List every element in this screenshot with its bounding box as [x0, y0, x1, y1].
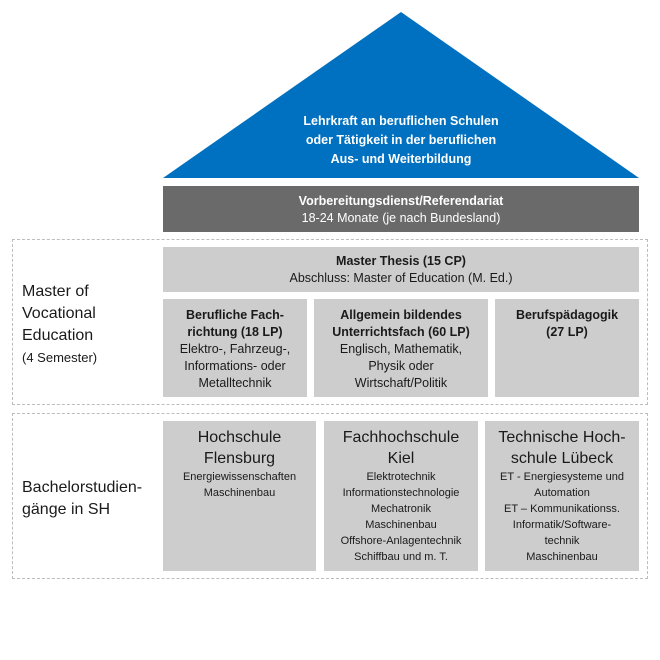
university-kiel: Fachhochschule Kiel Elektrotechnik Infor… — [324, 421, 478, 571]
referendariat-title: Vorbereitungsdienst/Referendariat — [298, 194, 504, 208]
university-name: Fachhochschule — [342, 429, 460, 446]
module-title: Berufspädagogik — [515, 308, 619, 322]
program: Maschinenbau — [203, 487, 276, 499]
module-title: richtung (18 LP) — [187, 325, 283, 339]
master-section — [12, 239, 648, 405]
roof-text: Lehrkraft an beruflichen Schulen oder Tä… — [163, 112, 639, 169]
master-label-line: Vocational — [22, 305, 96, 322]
module-line: Informations- oder — [184, 359, 286, 373]
thesis-title: Master Thesis (15 CP) — [336, 254, 466, 268]
module-berufliche-fachrichtung: Berufliche Fach- richtung (18 LP) Elektr… — [163, 299, 307, 397]
thesis-subtitle: Abschluss: Master of Education (M. Ed.) — [289, 271, 513, 285]
module-line: Physik oder — [368, 359, 434, 373]
roof-triangle — [163, 12, 639, 178]
referendariat-subtitle: 18-24 Monate (je nach Bundesland) — [301, 211, 501, 225]
program: Informatik/Software- — [512, 519, 612, 531]
module-title: Berufliche Fach- — [186, 308, 284, 322]
module-title: Unterrichtsfach (60 LP) — [332, 325, 470, 339]
roof-line: oder Tätigkeit in der beruflichen — [305, 133, 497, 147]
university-flensburg: Hochschule Flensburg Energiewissenschaft… — [163, 421, 316, 571]
program: Maschinenbau — [526, 551, 598, 563]
module-line: Metalltechnik — [198, 376, 272, 390]
program: Automation — [534, 487, 590, 499]
module-line: Englisch, Mathematik, — [339, 342, 463, 356]
program: Offshore-Anlagentechnik — [340, 535, 462, 547]
bachelor-section — [12, 413, 648, 579]
bachelor-label-line: gänge in SH — [22, 501, 111, 518]
module-unterrichtsfach: Allgemein bildendes Unterrichtsfach (60 … — [314, 299, 488, 397]
referendariat-bar: Vorbereitungsdienst/Referendariat 18-24 … — [163, 186, 639, 232]
master-label-line: Education — [22, 327, 94, 344]
university-name: schule Lübeck — [510, 450, 614, 467]
university-luebeck: Technische Hoch- schule Lübeck ET - Ener… — [485, 421, 639, 571]
bachelor-label: Bachelorstudien- gänge in SH — [22, 477, 142, 521]
career-roof: Lehrkraft an beruflichen Schulen oder Tä… — [163, 12, 639, 178]
university-name: Kiel — [387, 450, 415, 467]
program: technik — [544, 535, 580, 547]
master-duration: (4 Semester) — [22, 350, 98, 365]
program: Maschinenbau — [365, 519, 437, 531]
university-name: Hochschule — [197, 429, 282, 446]
program: ET - Energiesysteme und — [500, 471, 624, 483]
program: Elektrotechnik — [366, 471, 436, 483]
roof-line: Lehrkraft an beruflichen Schulen — [303, 114, 499, 128]
university-name: Technische Hoch- — [498, 429, 626, 446]
program: Schiffbau und m. T. — [354, 551, 448, 563]
module-line: Elektro-, Fahrzeug-, — [179, 342, 291, 356]
program: ET – Kommunikationss. — [504, 503, 620, 515]
master-thesis-box: Master Thesis (15 CP) Abschluss: Master … — [163, 247, 639, 292]
master-label-line: Master of — [22, 283, 89, 300]
bachelor-label-line: Bachelorstudien- — [22, 479, 143, 496]
module-title: (27 LP) — [546, 325, 588, 339]
master-label: Master of Vocational Education (4 Semest… — [22, 281, 97, 369]
roof-line: Aus- und Weiterbildung — [330, 152, 472, 166]
module-line: Wirtschaft/Politik — [354, 376, 448, 390]
program: Mechatronik — [371, 503, 431, 515]
module-title: Allgemein bildendes — [340, 308, 462, 322]
module-berufspaedagogik: Berufspädagogik (27 LP) — [495, 299, 639, 397]
program: Informationstechnologie — [342, 487, 460, 499]
program: Energiewissenschaften — [182, 471, 297, 483]
university-name: Flensburg — [203, 450, 276, 467]
